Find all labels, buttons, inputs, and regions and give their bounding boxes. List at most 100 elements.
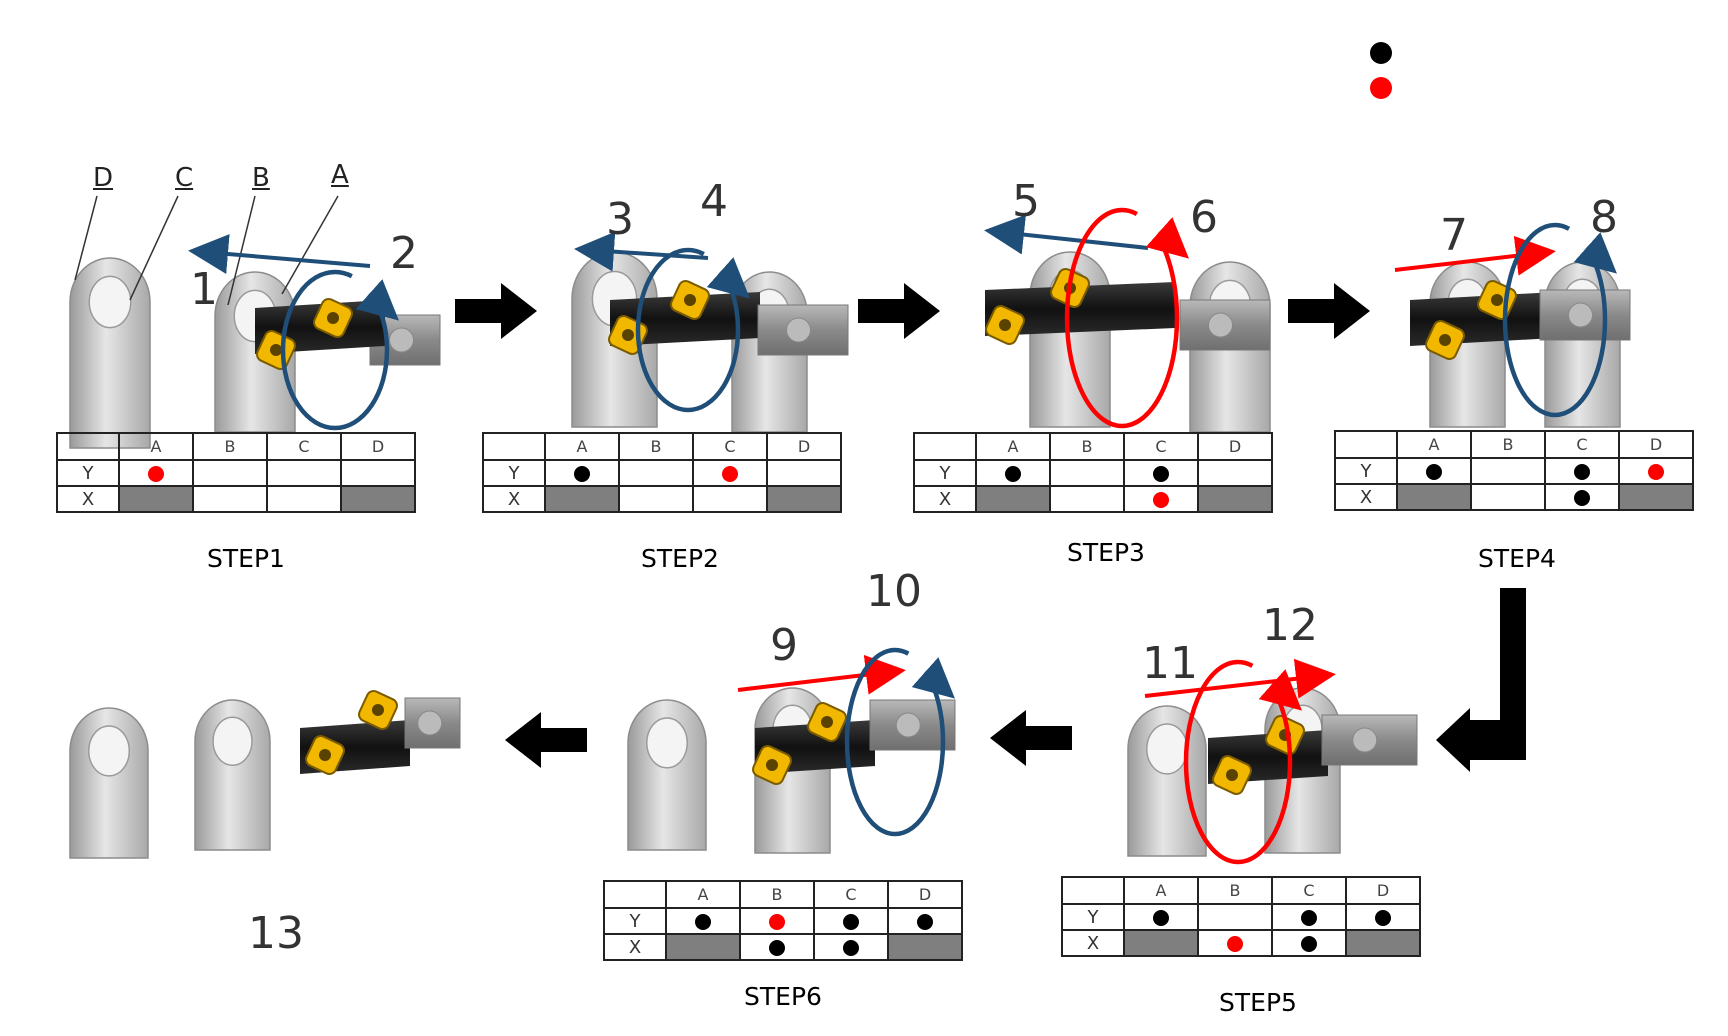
part-label-b: B bbox=[252, 163, 270, 193]
part-d-hole bbox=[88, 275, 132, 329]
insert-screw bbox=[372, 704, 384, 716]
flow-arrow-right bbox=[455, 283, 537, 339]
axis-label-x: X bbox=[1334, 483, 1398, 511]
rotation-arrow-head bbox=[355, 279, 399, 321]
red-dot bbox=[1153, 491, 1169, 508]
status-cell bbox=[544, 459, 620, 487]
column-header-b: B bbox=[1049, 432, 1125, 461]
motion-number-7: 7 bbox=[1440, 210, 1468, 261]
insert-screw bbox=[270, 344, 282, 356]
column-header-c: C bbox=[692, 432, 768, 461]
status-cell bbox=[1396, 483, 1472, 511]
status-cell bbox=[1345, 929, 1421, 957]
status-cell bbox=[887, 933, 963, 961]
motion-number-13: 13 bbox=[248, 908, 304, 959]
status-cell bbox=[192, 459, 268, 487]
holder-screw bbox=[1568, 302, 1593, 328]
column-header-a: A bbox=[1396, 430, 1472, 459]
status-cell bbox=[1049, 459, 1125, 487]
column-header-a: A bbox=[665, 880, 741, 909]
holder-screw bbox=[895, 712, 921, 738]
status-cell bbox=[118, 459, 194, 487]
column-header-c: C bbox=[1544, 430, 1620, 459]
rotation-arrow-head bbox=[1258, 669, 1302, 711]
flow-arrow-down-left bbox=[1436, 588, 1526, 772]
status-cell bbox=[813, 907, 889, 935]
insert-screw bbox=[1439, 334, 1451, 346]
axis-label-x: X bbox=[482, 485, 546, 513]
column-header-a: A bbox=[975, 432, 1051, 461]
rotation-arrow bbox=[1183, 659, 1293, 865]
motion-number-10: 10 bbox=[866, 566, 922, 617]
feed-arrow bbox=[984, 214, 1149, 255]
rotation-arrow bbox=[635, 247, 741, 413]
status-cell bbox=[1123, 485, 1199, 513]
leader-c bbox=[129, 195, 179, 301]
status-cell bbox=[340, 459, 416, 487]
column-header-d: D bbox=[1345, 876, 1421, 905]
insert-screw bbox=[1491, 294, 1503, 306]
black-dot bbox=[769, 939, 785, 956]
axis-label-y: Y bbox=[482, 459, 546, 487]
axis-label-y: Y bbox=[913, 459, 977, 487]
column-header-b: B bbox=[739, 880, 815, 909]
flow-arrow-right bbox=[1288, 283, 1370, 339]
insert-screw bbox=[684, 294, 696, 306]
rotation-arrow bbox=[1064, 207, 1180, 429]
axis-label-y: Y bbox=[1061, 903, 1125, 931]
part-hole bbox=[87, 725, 131, 777]
insert-screw bbox=[766, 759, 778, 771]
status-cell bbox=[1197, 485, 1273, 513]
status-cell bbox=[618, 459, 694, 487]
table-corner-cell bbox=[1061, 876, 1125, 905]
step1-label: STEP1 bbox=[207, 544, 285, 573]
status-cell bbox=[975, 485, 1051, 513]
status-cell bbox=[192, 485, 268, 513]
column-header-a: A bbox=[1123, 876, 1199, 905]
red-dot bbox=[148, 465, 164, 482]
axis-label-x: X bbox=[1061, 929, 1125, 957]
step5-label: STEP5 bbox=[1219, 988, 1297, 1017]
status-cell bbox=[739, 933, 815, 961]
holder-screw bbox=[389, 327, 414, 353]
black-dot bbox=[843, 939, 859, 956]
axis-label-x: X bbox=[913, 485, 977, 513]
black-dot bbox=[1301, 935, 1317, 952]
status-cell bbox=[1123, 929, 1199, 957]
status-cell bbox=[813, 933, 889, 961]
status-cell bbox=[887, 907, 963, 935]
axis-label-y: Y bbox=[56, 459, 120, 487]
status-cell bbox=[1396, 457, 1472, 485]
status-cell bbox=[1345, 903, 1421, 931]
feed-arrow bbox=[188, 234, 371, 274]
table-corner-cell bbox=[56, 432, 120, 461]
status-cell bbox=[665, 907, 741, 935]
black-dot bbox=[1574, 489, 1590, 506]
holder-screw bbox=[786, 317, 811, 343]
status-cell bbox=[1618, 457, 1694, 485]
status-cell bbox=[1197, 459, 1273, 487]
axis-label-x: X bbox=[603, 933, 667, 961]
flow-arrow-right bbox=[858, 283, 940, 339]
rotation-arrow-head bbox=[706, 257, 750, 299]
status-cell bbox=[1197, 903, 1273, 931]
column-header-d: D bbox=[766, 432, 842, 461]
status-cell bbox=[1197, 929, 1273, 957]
status-cell bbox=[766, 459, 842, 487]
red-dot bbox=[722, 465, 738, 482]
black-dot bbox=[1574, 463, 1590, 480]
status-cell bbox=[1470, 483, 1546, 511]
motion-number-9: 9 bbox=[770, 620, 798, 671]
leader-a bbox=[281, 195, 339, 295]
black-dot bbox=[843, 913, 859, 930]
black-dot bbox=[574, 465, 590, 482]
insert-screw bbox=[821, 716, 833, 728]
rotation-arrow-head bbox=[1145, 217, 1189, 259]
status-cell bbox=[1123, 903, 1199, 931]
column-header-b: B bbox=[192, 432, 268, 461]
holder-screw bbox=[1352, 727, 1378, 753]
insert-screw bbox=[999, 319, 1011, 331]
status-cell bbox=[692, 485, 768, 513]
